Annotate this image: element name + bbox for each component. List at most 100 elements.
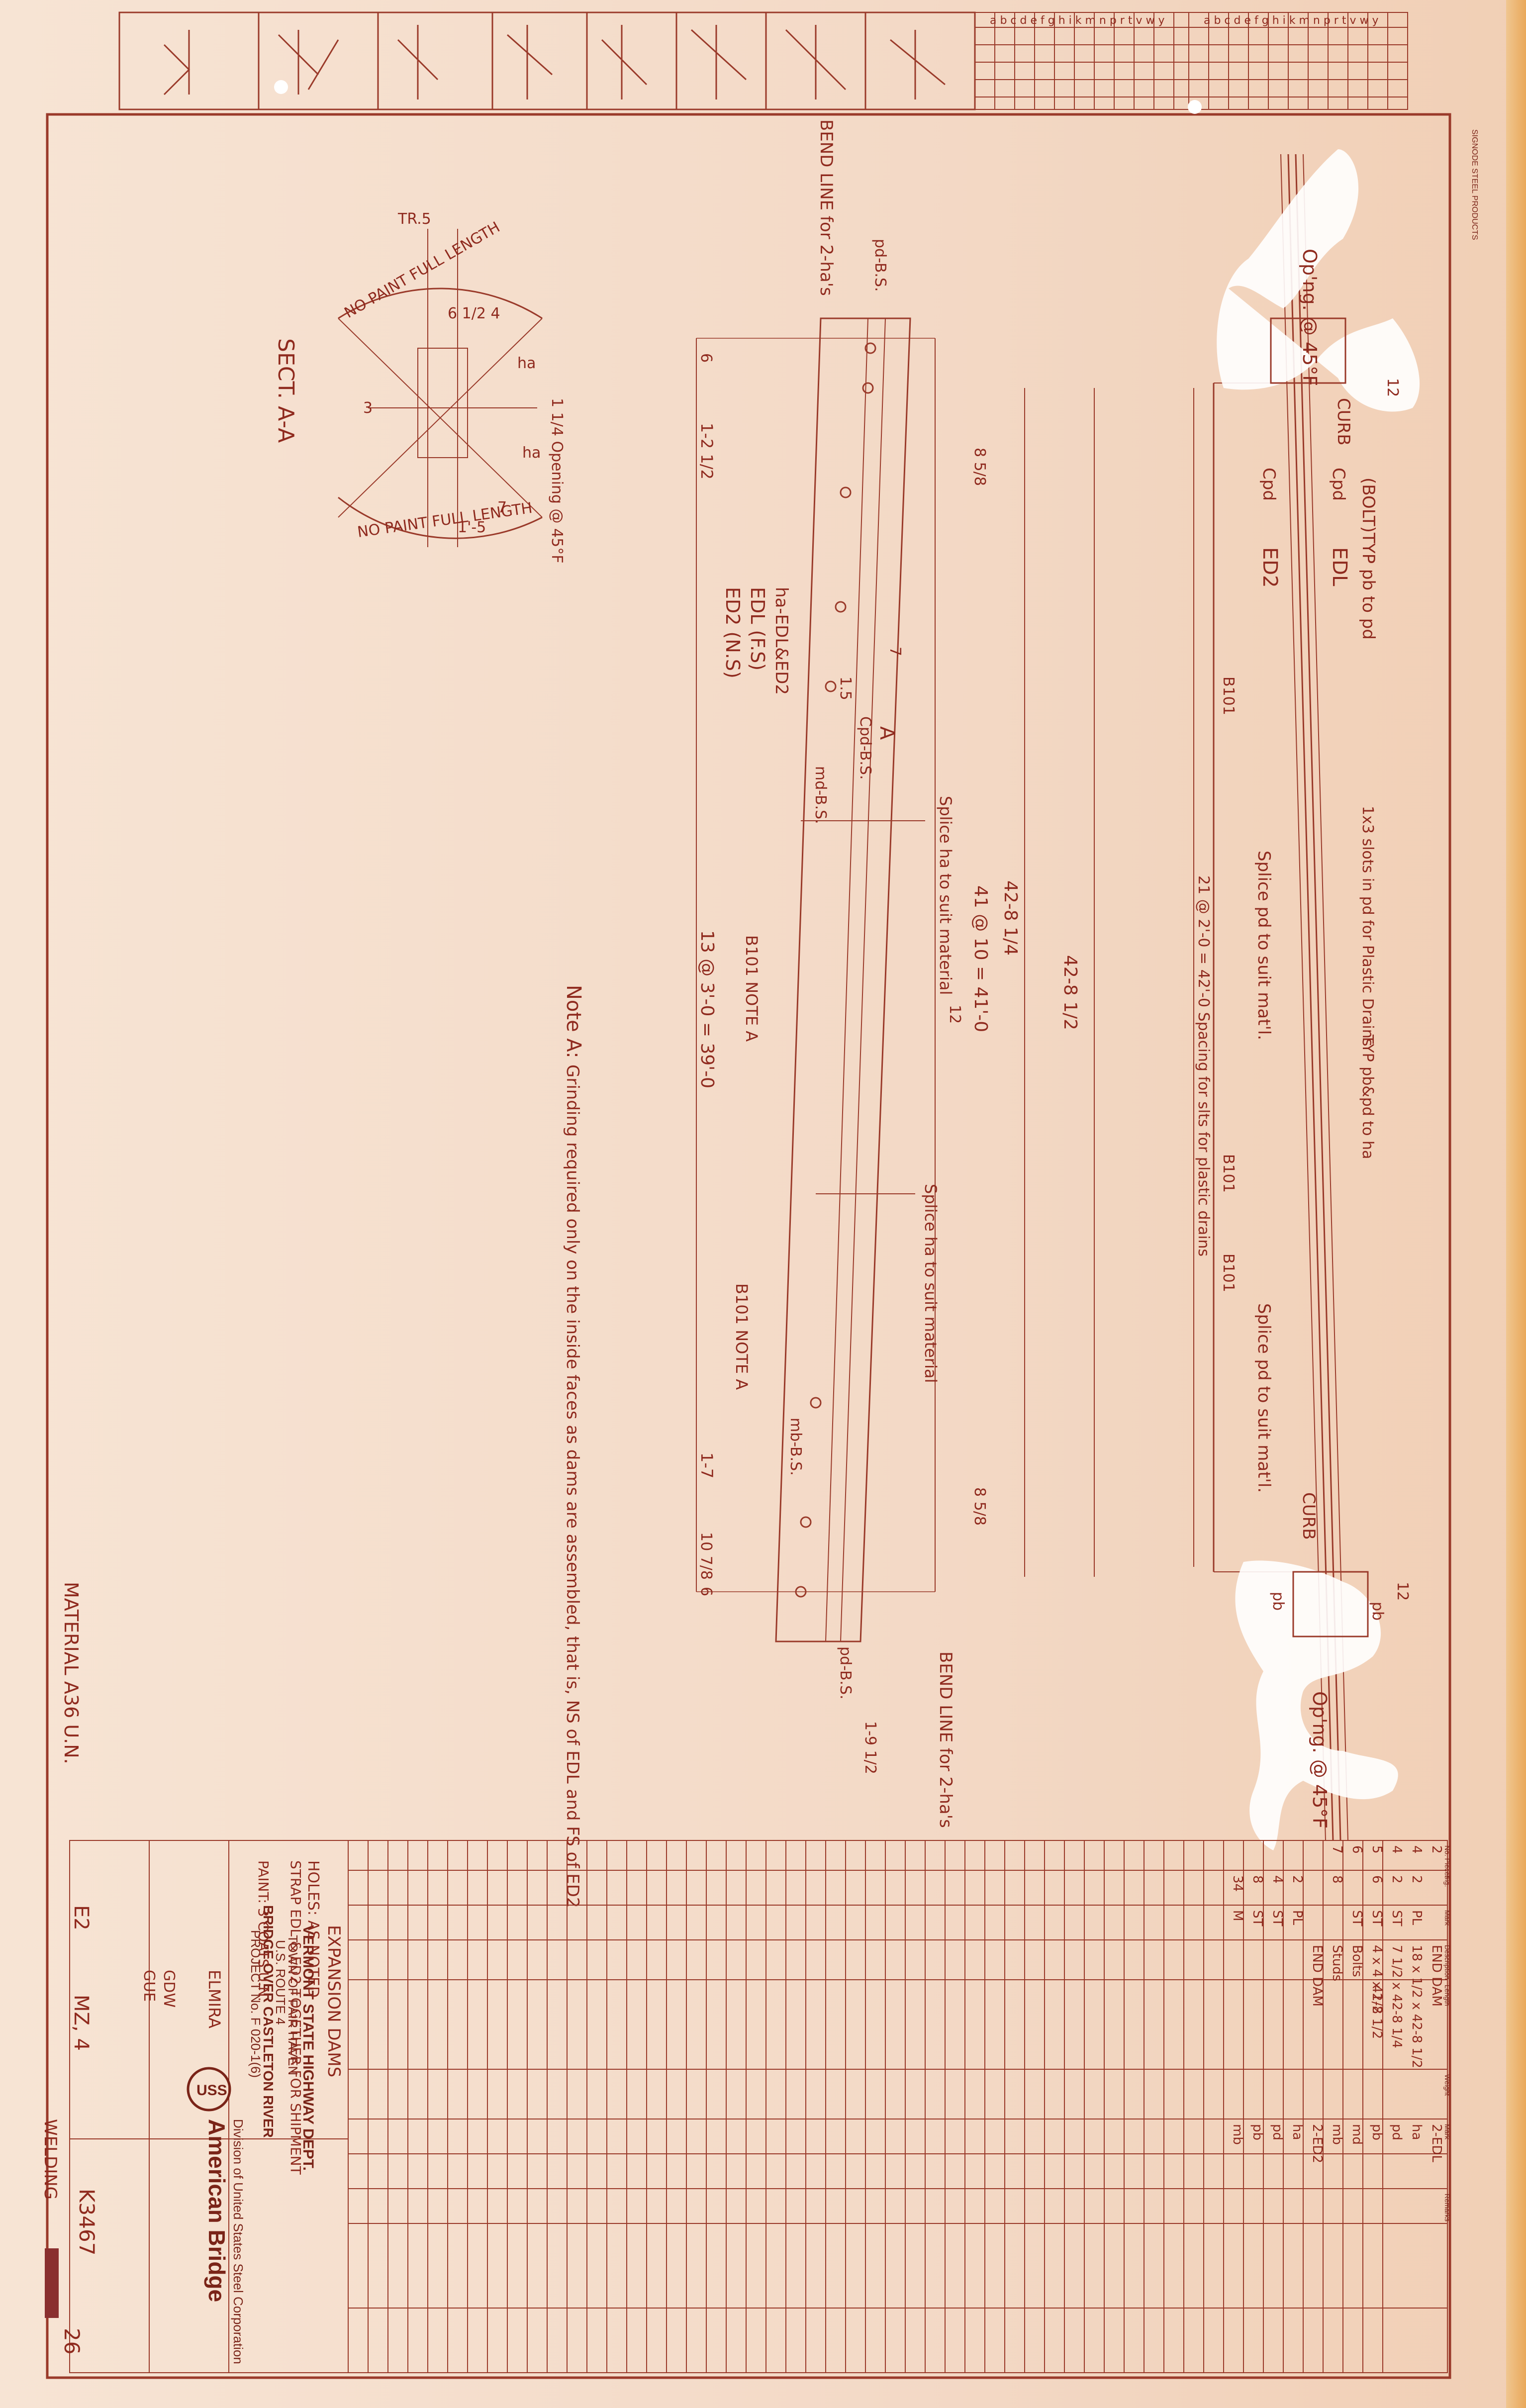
plan-b101-a: B101 [1220,676,1237,715]
plan-curb-bottom: CURB [1299,1492,1319,1540]
bom-cell: ST [1389,1910,1404,1926]
column-letters-b: a b c d e f g h i k m n p r t v w y [1204,14,1378,27]
elevation-dim-spacing2: 13 @ 3'-0 = 39'-0 [697,930,717,1088]
holes-note: HOLES: AS NOTED [304,1860,322,1998]
bom-cell: ha [1409,2124,1424,2140]
elevation-section-ref: A [875,726,898,740]
plan-slot-note: 1x3 slots in pd for Plastic Drains [1359,806,1376,1046]
location: ELMIRA [205,1970,224,2028]
plan-opening-bottom: Op'ng. @ 45°F [1309,1691,1331,1829]
punch-hole [1188,100,1202,114]
bom-cell: 18 x 1/2 x 42-8 1/2 [1409,1945,1424,2068]
bom-cell: END DAM [1310,1945,1325,2007]
bom-cell: 2 [1429,1845,1444,1854]
plan-cpd-label-2: Cpd [1259,468,1279,501]
client-name: VERMONT STATE HIGHWAY DEPT. [300,1925,316,2171]
bom-cell: 2-ED2 [1310,2124,1325,2163]
uss-logo-text: USS [196,2082,227,2099]
elevation-dim-6-top: 6 [697,353,715,363]
plan-opening-top: Op'ng. @ 45°F [1299,249,1321,386]
drawing-border [46,113,1451,2379]
plan-bolt-note: (BOLT)TYP pb to pd [1358,478,1378,640]
bom-cell: 34 [1230,1875,1245,1892]
plan-cpd-label: Cpd [1329,468,1348,501]
plan-weld-note: TYP pb&pd to ha [1359,1034,1376,1159]
bend-line-top: BEND LINE for 2-ha's [816,119,836,296]
bom-cell: ST [1250,1910,1265,1926]
elevation-edl-fs: EDL (F.S) [747,587,768,671]
revision-mark: MZ, 4 [70,1995,93,2051]
erection-mark: E2 [70,1905,93,1930]
column-letters-a: a b c d e f g h i k m n p r t v w y [990,14,1164,27]
bom-header: Weight [1443,2074,1451,2096]
bend-line-bottom: BEND LINE for 2-ha's [936,1651,955,1828]
plan-curb-top: CURB [1334,398,1353,446]
plan-spacing-note: 21 @ 2'-0 = 42'-0 Spacing for slts for p… [1195,875,1212,1256]
section-aa-view [338,229,543,547]
bom-cell: pd [1389,2124,1404,2140]
project-number: PROJECT No. F 020-1(6) [248,1930,263,2078]
elevation-dim-1-9: 1-9 1/2 [861,1721,879,1774]
bom-cell: 8 [1250,1875,1265,1884]
bom-cell: END DAM [1429,1945,1444,2007]
section-dim-3: 3 [363,399,373,417]
bom-cell: ST [1349,1910,1364,1926]
bom-cell: 8 [1330,1875,1344,1884]
elevation-ha-label: ha-EDL&ED2 [771,587,791,695]
section-ha-label: ha [517,355,536,372]
elevation-dim-1-7: 1-7 [697,1452,716,1478]
elevation-dim-inner: 42-8 1/4 [1000,880,1021,956]
elevation-view [696,317,1095,1642]
elevation-mb-bs: mb-B.S. [787,1418,804,1476]
bom-cell: PL [1409,1910,1424,1926]
vendor-stamp: SIGNODE STEEL PRODUCTS [1470,129,1479,240]
title-block [69,1840,349,2373]
plan-edl-label: EDL [1328,547,1351,586]
bom-cell: Studs [1330,1945,1344,1981]
bom-cell: 4 [1270,1875,1285,1884]
elevation-ed2-ns: ED2 (N.S) [722,587,744,678]
bom-cell: pb [1250,2124,1265,2140]
bom-cell: 7 1/2 x 42-8 1/4 [1389,1945,1404,2048]
bom-cell: 4 [1389,1845,1404,1854]
bom-header: Fig. [1443,1875,1451,1887]
elevation-dim-8-5-bottom: 8 5/8 [971,1487,988,1526]
bom-header: Description [1443,1945,1451,1980]
elevation-pd-bs-bottom: pd-B.S. [837,1646,854,1700]
bom-cell: mb [1330,2124,1344,2145]
town-name: TOWN OF FAIR HAVEN [286,1935,300,2075]
ship-note: STRAP EDL & ED2 TOGETHER FOR SHIPMENT [287,1860,304,2175]
bom-cell: M [1230,1910,1245,1921]
elevation-dim-spacing: 41 @ 10 = 41'-0 [970,885,991,1032]
elevation-dim-10-7: 10 7/8 [697,1532,715,1580]
elevation-dim-1-2: 1-2 1/2 [697,423,716,480]
bom-header: Length [1443,1985,1451,2006]
bom-cell: Bolts [1349,1945,1364,1977]
elevation-b101-note-a1: B101 NOTE A [742,935,761,1042]
bom-cell: md [1349,2124,1364,2145]
plan-splice-2: Splice pd to suit mat'l. [1254,1303,1274,1493]
bom-cell: 2 [1389,1875,1404,1884]
plan-dim-12-bottom: 12 [1394,1582,1411,1601]
plan-pb-label: pb [1269,1592,1287,1611]
bom-cell: 7 [1330,1845,1344,1854]
company-division: Division of United States Steel Corporat… [231,2119,246,2364]
bom-cell: 2-EDL [1429,2124,1444,2162]
plan-dim-12-top: 12 [1384,378,1401,397]
bom-header: No. Pieces [1443,1845,1451,1879]
sheet-bar [45,2248,59,2318]
note-a-title: Note A: [562,985,585,1059]
route-name: U.S. ROUTE 4 [273,1940,288,2024]
elevation-dim-7: 7 [886,647,904,656]
bom-cell: mb [1230,2124,1245,2145]
checked-by: GUE [140,1970,158,2002]
elevation-dim-1-5: 1.5 [837,676,854,700]
company-name: American Bridge [204,2119,230,2302]
elevation-md-bs: md-B.S. [812,766,829,824]
bom-cell: ST [1369,1910,1384,1926]
paint-note: PAINT: 3 COATS U.N. [255,1860,272,2002]
elevation-pd-bs-top: pd-B.S. [871,239,889,292]
bom-cell: 2 [1290,1875,1305,1884]
plan-dam-blocks [1270,317,1369,1637]
